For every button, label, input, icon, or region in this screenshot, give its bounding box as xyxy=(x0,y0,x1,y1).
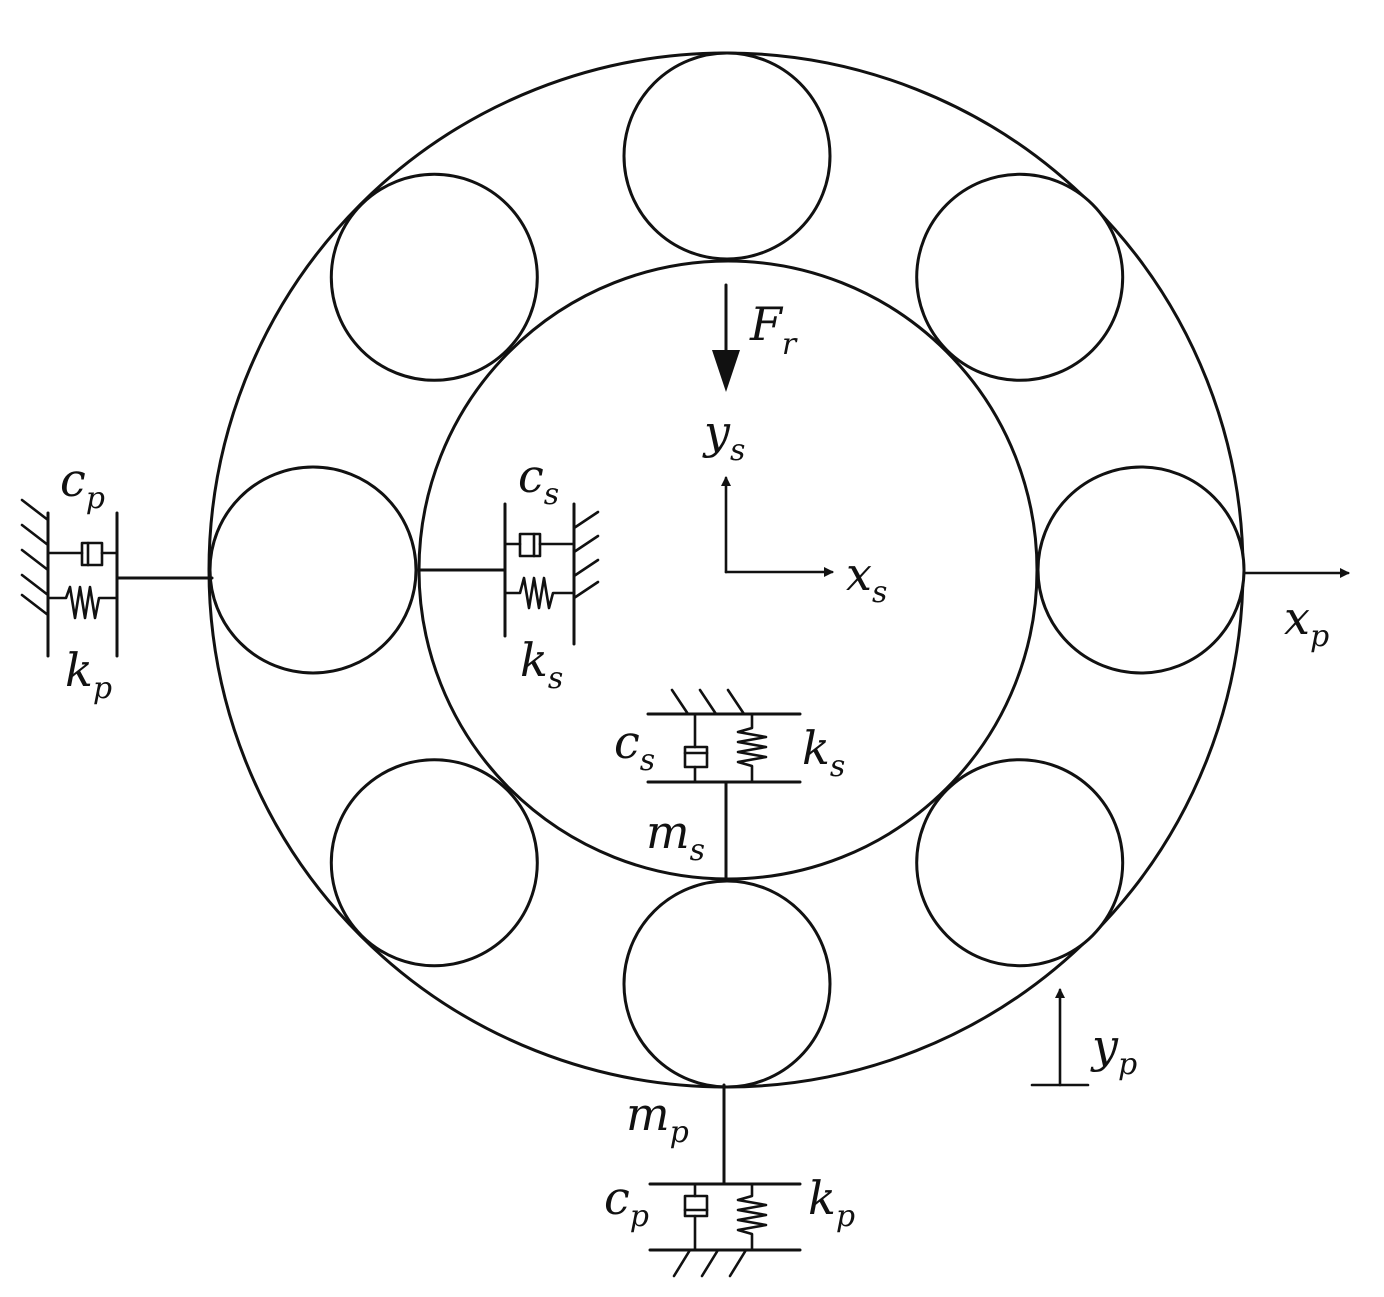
labels: cp kp cs ks Fr ys xs xp cs ks ms yp mp c… xyxy=(60,297,1329,1234)
spring-damper-inner-bottom xyxy=(646,688,802,784)
rolling-element-ball xyxy=(1036,465,1246,675)
label-yp: yp xyxy=(1090,1019,1137,1082)
label-cp-left: cp xyxy=(60,453,105,516)
rolling-element-ball xyxy=(622,879,832,1089)
label-cs-bottom: cs xyxy=(614,715,655,778)
label-cs-left: cs xyxy=(518,449,559,512)
rolling-element-ball xyxy=(329,172,539,382)
label-ks-left: ks xyxy=(520,633,563,696)
yp-axis-arrow xyxy=(1030,988,1090,1087)
rolling-element-ball xyxy=(915,172,1125,382)
label-kp-bottom: kp xyxy=(808,1171,855,1234)
rolling-element-ball xyxy=(208,465,418,675)
rolling-elements xyxy=(208,51,1246,1089)
label-mp: mp xyxy=(626,1087,689,1150)
label-ks-bottom: ks xyxy=(802,721,845,784)
radial-force-arrow xyxy=(712,283,740,392)
label-cp-bottom: cp xyxy=(604,1171,649,1234)
rolling-element-ball xyxy=(622,51,832,261)
rolling-element-ball xyxy=(915,758,1125,968)
spring-damper-inner-left xyxy=(503,502,600,646)
inner-coordinate-axes xyxy=(721,476,834,577)
label-ms: ms xyxy=(646,805,705,868)
label-kp-left: kp xyxy=(65,643,112,706)
spring-damper-outer-left xyxy=(20,498,119,658)
label-force-fr: Fr xyxy=(749,297,798,362)
label-xp: xp xyxy=(1284,591,1329,654)
spring-damper-outer-bottom xyxy=(648,1182,802,1278)
rolling-element-ball xyxy=(329,758,539,968)
label-ys: ys xyxy=(702,405,745,468)
label-xs: xs xyxy=(846,547,887,610)
